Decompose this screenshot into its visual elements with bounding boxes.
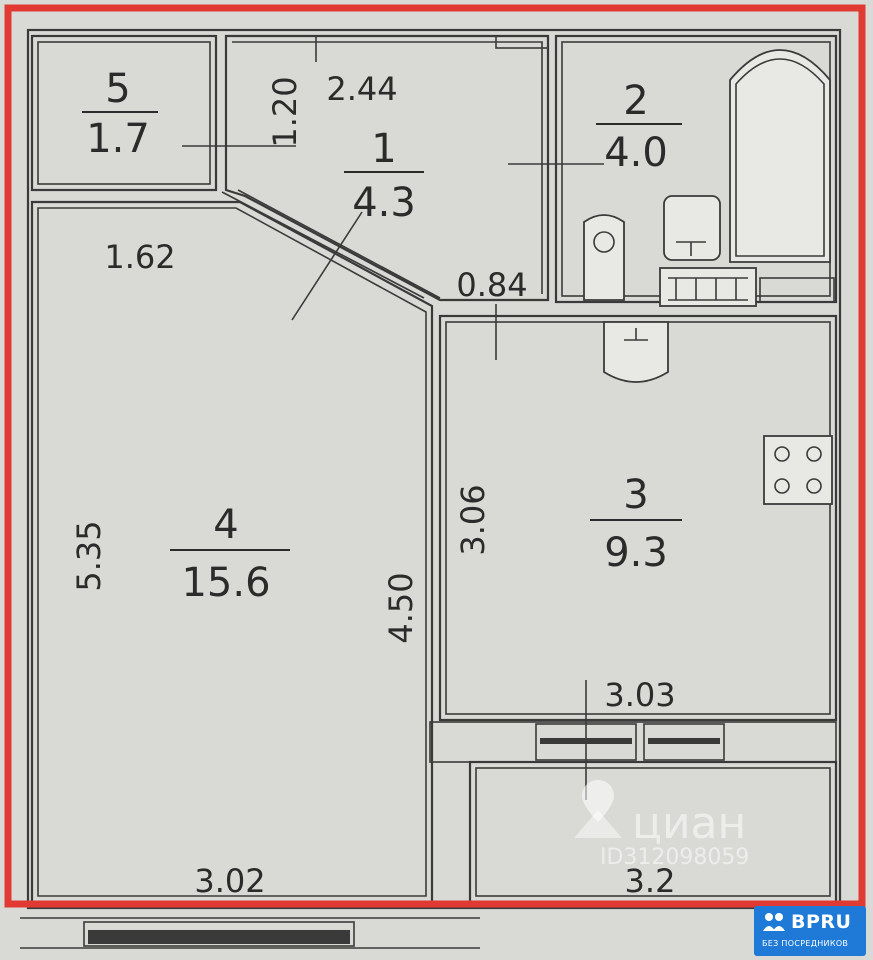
room-3-area: 9.3 — [604, 530, 668, 576]
room-5-area: 1.7 — [86, 116, 150, 162]
stove-icon — [763, 435, 833, 505]
watermark-id: ID312098059 — [600, 845, 749, 870]
people-icon — [763, 913, 785, 931]
room-1-area: 4.3 — [352, 180, 416, 226]
house-icon — [574, 810, 622, 838]
red-outline — [4, 4, 866, 908]
room-1-number: 1 — [371, 126, 396, 172]
wall-room-5 — [30, 34, 218, 192]
room-5-number: 5 — [105, 66, 130, 112]
dim-2-44: 2.44 — [326, 70, 397, 108]
room-labels: 5 1.7 1 4.3 2 4.0 4 15.6 3 9.3 — [82, 66, 682, 606]
dim-3-03: 3.03 — [604, 676, 675, 714]
room-4-number: 4 — [213, 502, 238, 548]
dim-3-06: 3.06 — [454, 484, 492, 555]
room-2-area: 4.0 — [604, 130, 668, 176]
dim-0-84: 0.84 — [456, 266, 527, 304]
dimension-labels: 1.20 2.44 1.62 0.84 5.35 4.50 3.06 3.03 … — [70, 70, 676, 900]
fixtures — [583, 49, 835, 505]
room-2-number: 2 — [623, 78, 648, 124]
room-4-area: 15.6 — [181, 560, 270, 606]
bpru-badge[interactable]: BPRU БЕЗ ПОСРЕДНИКОВ — [754, 906, 866, 956]
kitchen-sink-icon — [603, 321, 669, 383]
badge-tagline: БЕЗ ПОСРЕДНИКОВ — [762, 939, 849, 948]
watermark: циан ID312098059 — [574, 780, 749, 870]
dim-1-62: 1.62 — [104, 238, 175, 276]
dim-1-20: 1.20 — [266, 76, 304, 147]
dim-3-02: 3.02 — [194, 862, 265, 900]
toilet-icon — [583, 214, 625, 301]
outer-wall — [26, 28, 842, 910]
room-3-number: 3 — [623, 472, 648, 518]
badge-brand: BPRU — [791, 911, 852, 933]
dim-4-50: 4.50 — [382, 572, 420, 643]
wall-room-3 — [438, 314, 838, 722]
bathtub-icon — [729, 49, 831, 263]
location-pin-icon — [582, 780, 614, 822]
dim-3-2: 3.2 — [625, 862, 676, 900]
watermark-brand: циан — [632, 798, 746, 849]
dim-5-35: 5.35 — [70, 520, 108, 591]
walls — [20, 28, 842, 949]
wall-room-4 — [30, 200, 434, 904]
washbasin-icon — [663, 195, 721, 261]
